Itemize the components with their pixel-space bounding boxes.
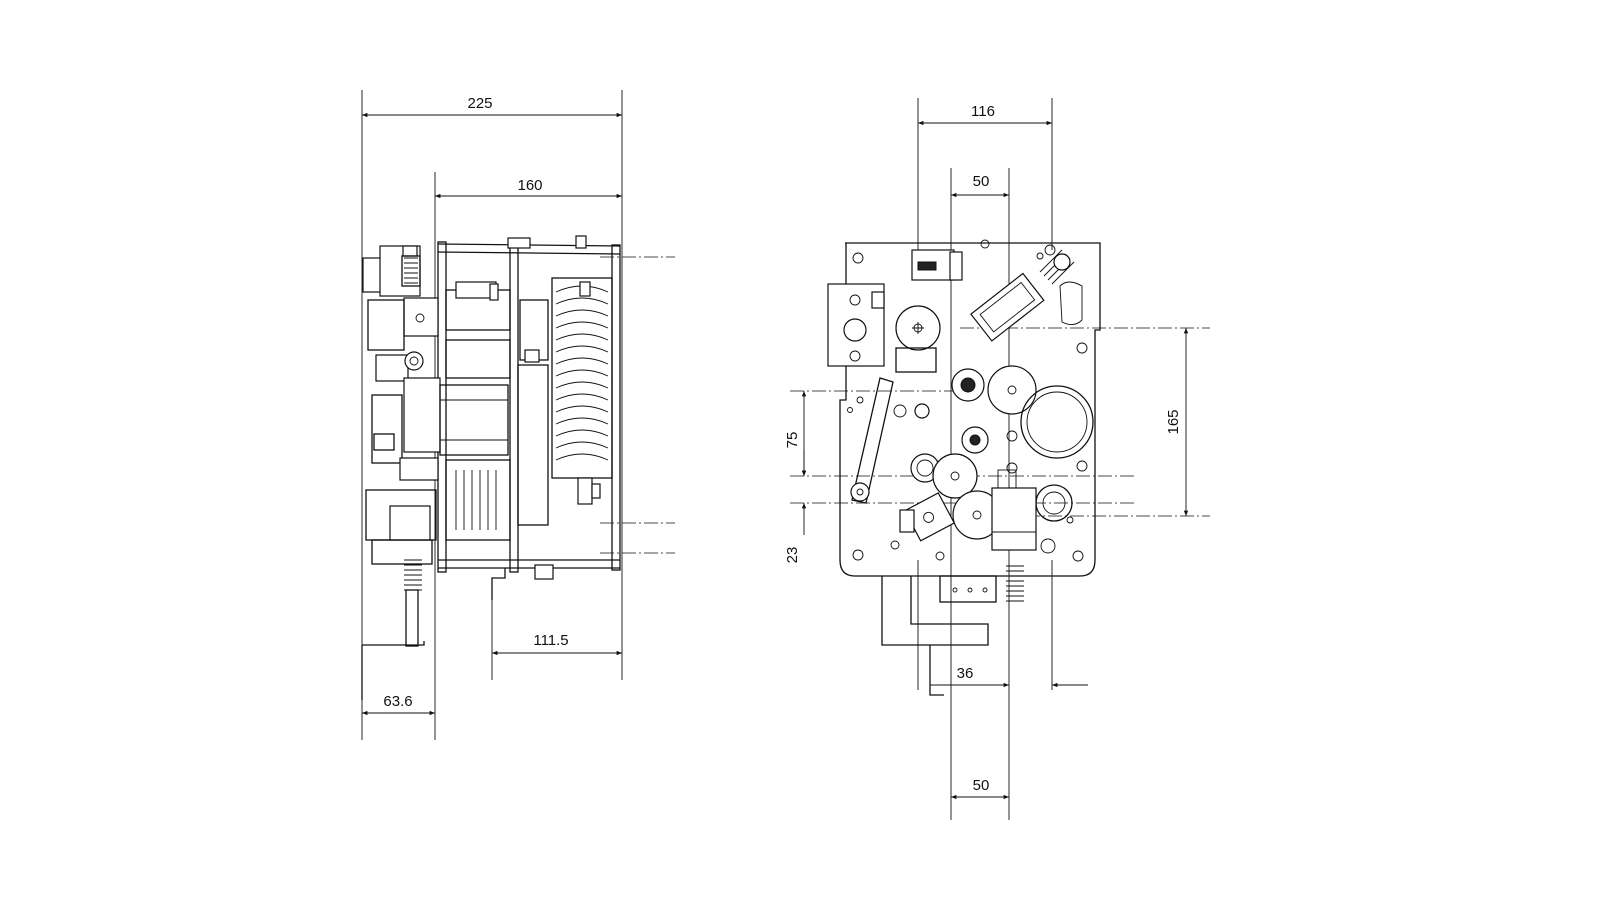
dimension-label: 225 [467,95,492,112]
dimension-label: 75 [784,432,801,449]
dimension-label: 36 [957,665,974,682]
dimension-handle-offset: 63.6 [362,693,435,716]
dimension-overall-width: 225 [362,95,622,118]
dimension-label: 50 [973,777,990,794]
dimension-left-vertical-lower: 23 [784,450,807,564]
dimension-bracket-offset: 111.5 [492,632,622,656]
side-mechanism [361,235,621,700]
dimension-label: 111.5 [533,632,568,649]
front-mechanism [827,239,1101,577]
dimension-upper-width: 116 [918,103,1052,126]
coil-spring [551,277,613,479]
front-bracket [881,565,1024,696]
bottom-spring [404,559,422,647]
dimension-label: 165 [1165,409,1182,434]
dimension-label: 50 [973,173,990,190]
dimension-label: 23 [784,547,801,564]
dimension-label: 116 [971,103,995,120]
dimension-upper-spacing: 50 [951,173,1009,198]
top-spring [401,245,421,287]
dimension-left-vertical-upper: 75 [784,391,807,476]
dimension-label: 160 [517,177,542,194]
side-view: 225 160 111.5 63.6 [361,90,675,740]
dimension-lower-spacing: 50 [951,777,1009,800]
dimension-right-vertical: 165 [1165,328,1189,516]
front-view: 116 50 50 36 75 [784,98,1210,820]
dimension-frame-width: 160 [435,177,622,199]
dimension-label: 63.6 [383,693,412,710]
dimension-lower-offset: 36 [930,665,1088,688]
